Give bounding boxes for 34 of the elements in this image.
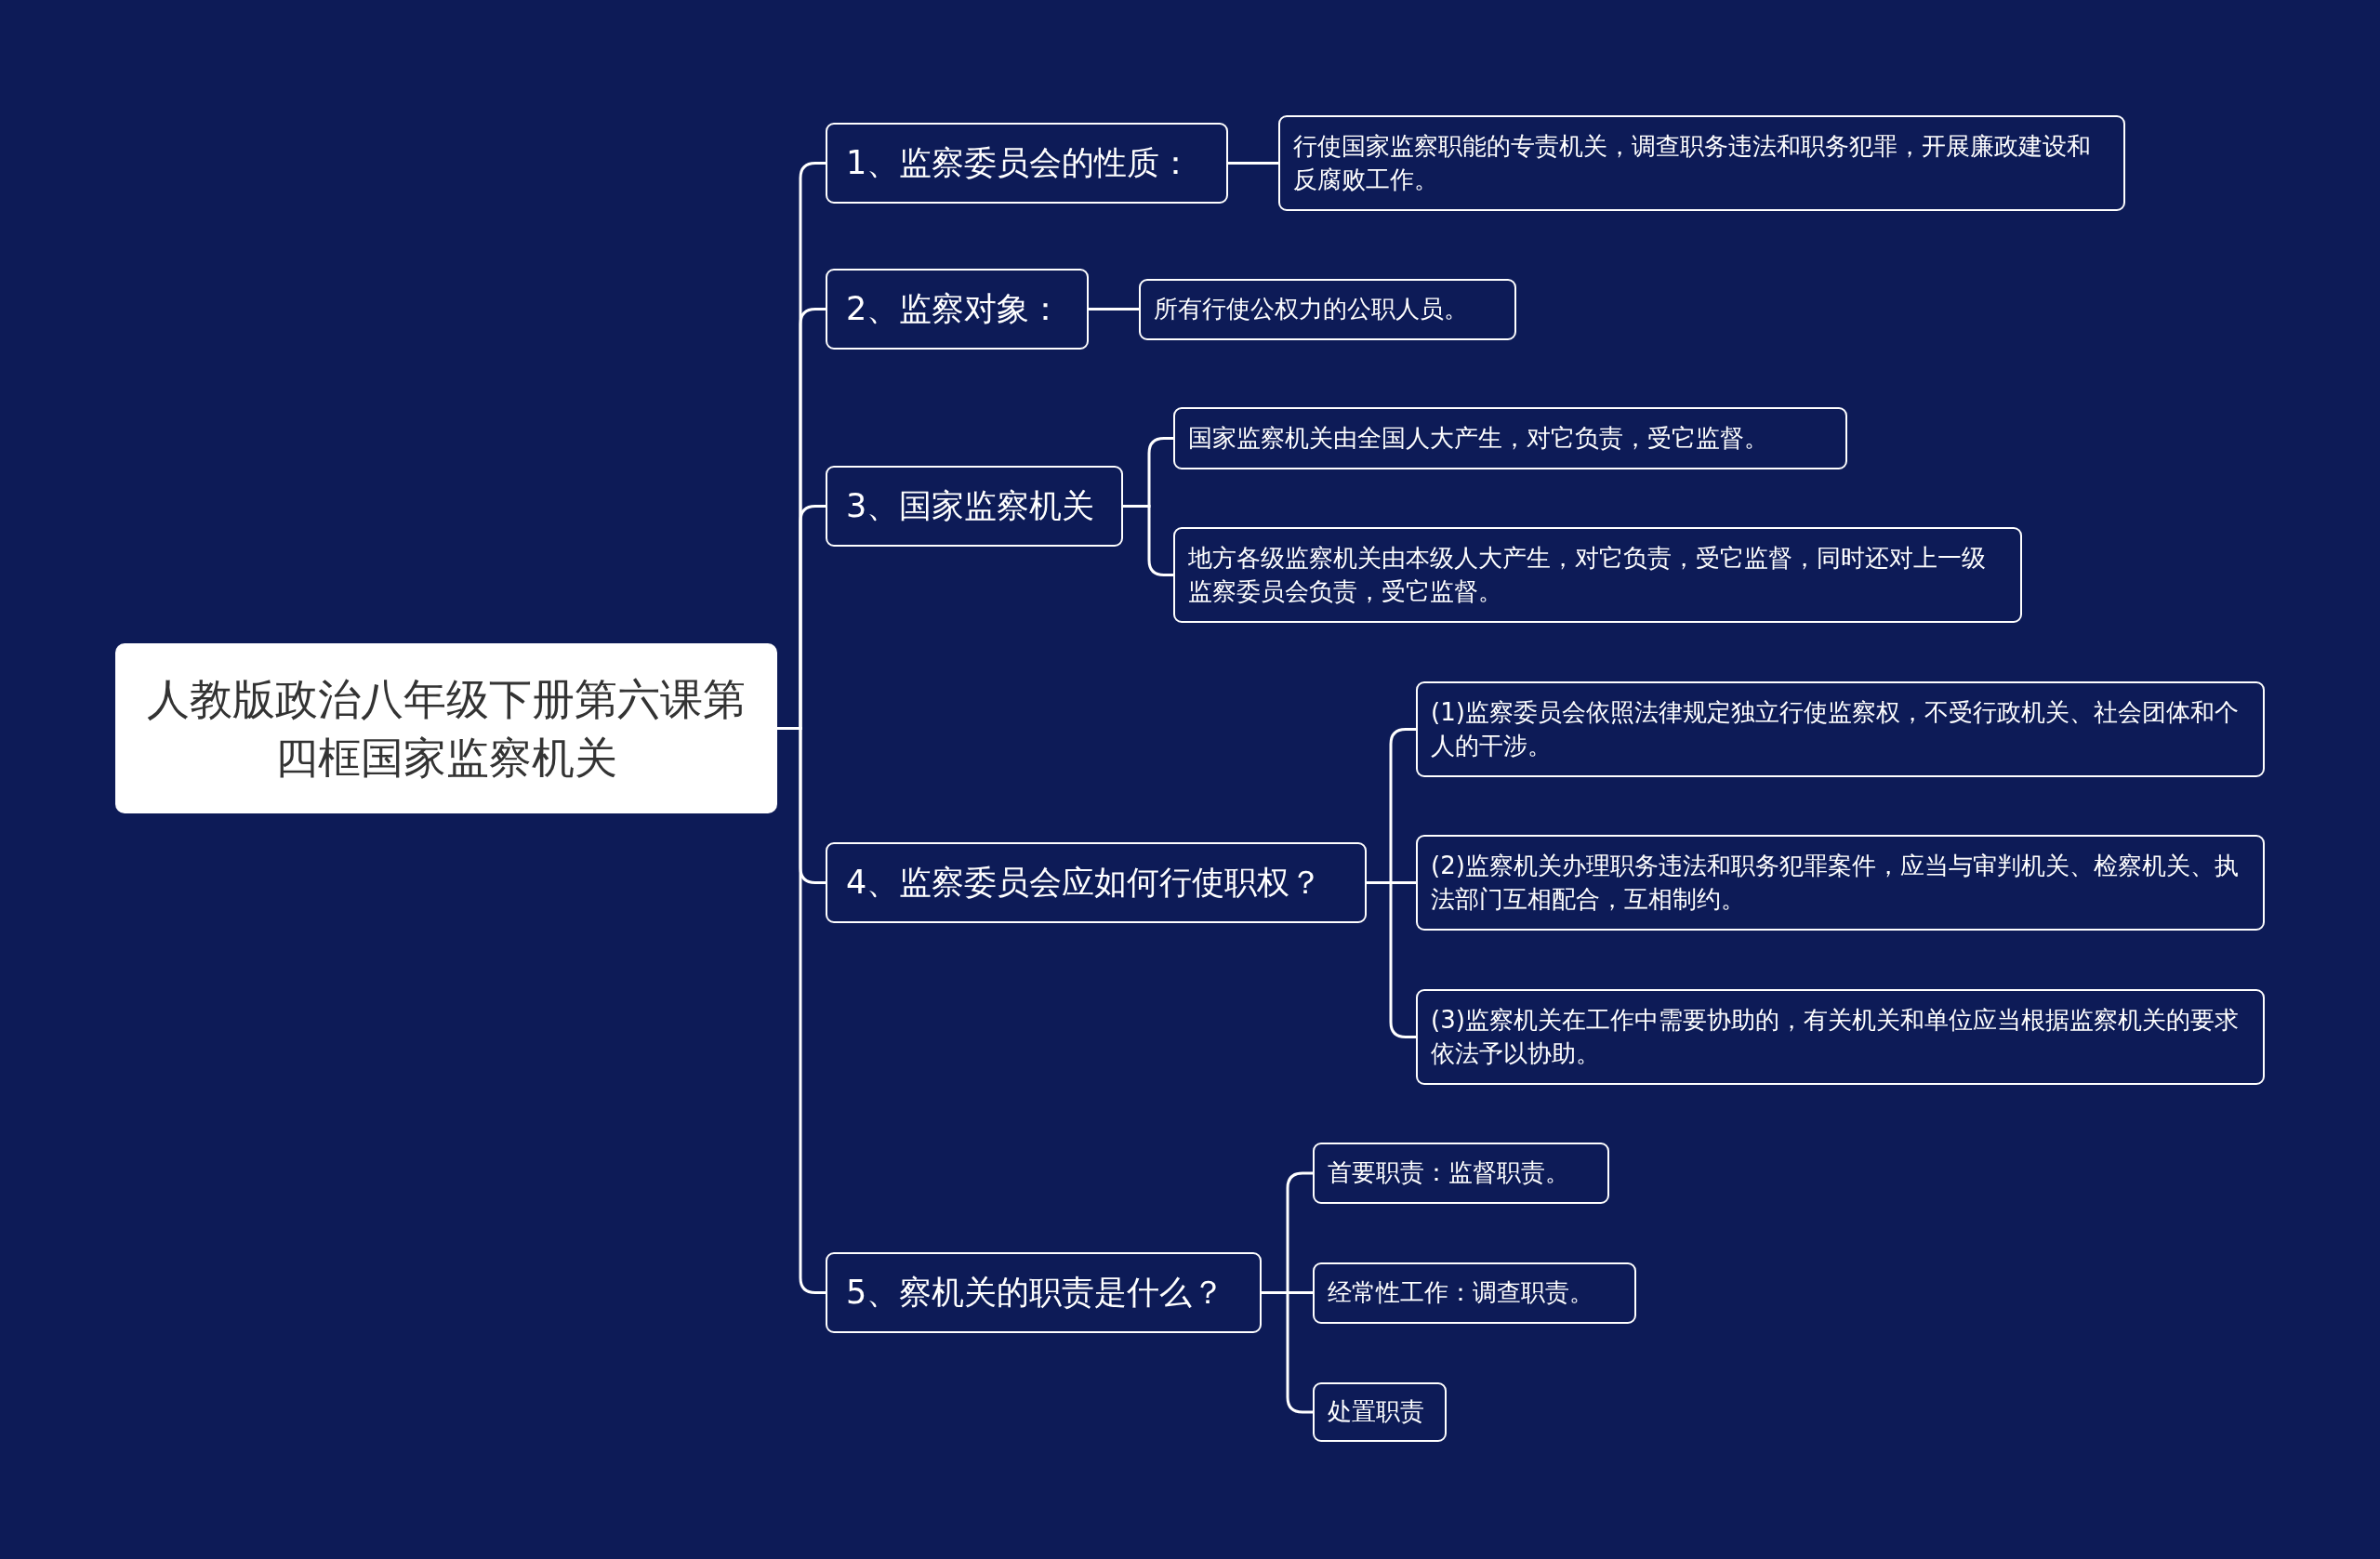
subtopic-box: [1416, 989, 2265, 1085]
topic-box: [826, 842, 1367, 923]
topic-box: [826, 1252, 1262, 1333]
topic-text: (3)监察机关在工作中需要协助的，有关机关和单位应当根据监察机关的要求依法予以协助。: [1431, 1005, 2240, 1069]
connector-line: [1089, 308, 1139, 310]
topic-box: [826, 466, 1123, 547]
topic-box: [826, 269, 1089, 350]
subtopic-box: [1313, 1262, 1636, 1324]
subtopic-box: [1173, 407, 1847, 469]
topic-text: 1、监察委员会的性质：: [846, 142, 1193, 183]
topic-text: 首要职责：监督职责。: [1328, 1157, 1569, 1189]
topic-text: 3、国家监察机关: [846, 485, 1095, 526]
topic-text: 人教版政治八年级下册第六课第四框国家监察机关: [147, 673, 746, 785]
connector-line: [1228, 162, 1278, 165]
subtopic-box: [1278, 115, 2125, 211]
subtopic-box: [1313, 1382, 1447, 1442]
topic-text: (2)监察机关办理职务违法和职务犯罪案件，应当与审判机关、检察机关、执法部门互相配合，互相制约。: [1431, 851, 2240, 915]
subtopic-box: [1416, 835, 2265, 931]
topic-text: 处置职责: [1328, 1396, 1424, 1428]
topic-text: 5、察机关的职责是什么？: [846, 1272, 1225, 1313]
central-topic-box: [115, 643, 777, 813]
topic-text: 4、监察委员会应如何行使职权？: [846, 862, 1323, 903]
subtopic-box: [1416, 681, 2265, 777]
topic-text: 经常性工作：调查职责。: [1328, 1277, 1593, 1309]
topic-text: 地方各级监察机关由本级人大产生，对它负责，受它监督，同时还对上一级监察委员会负责，受它监督。: [1188, 543, 1987, 607]
topic-text: 行使国家监察职能的专责机关，调查职务违法和职务犯罪，开展廉政建设和反腐败工作。: [1293, 131, 2092, 195]
topic-text: 国家监察机关由全国人大产生，对它负责，受它监督。: [1188, 422, 1768, 454]
topic-text: 2、监察对象：: [846, 288, 1063, 329]
topic-box: [826, 123, 1228, 204]
topic-text: 所有行使公权力的公职人员。: [1154, 294, 1468, 325]
subtopic-box: [1313, 1143, 1609, 1204]
topic-text: (1)监察委员会依照法律规定独立行使监察权，不受行政机关、社会团体和个人的干涉。: [1431, 697, 2240, 761]
subtopic-box: [1173, 527, 2022, 623]
subtopic-box: [1139, 279, 1516, 340]
